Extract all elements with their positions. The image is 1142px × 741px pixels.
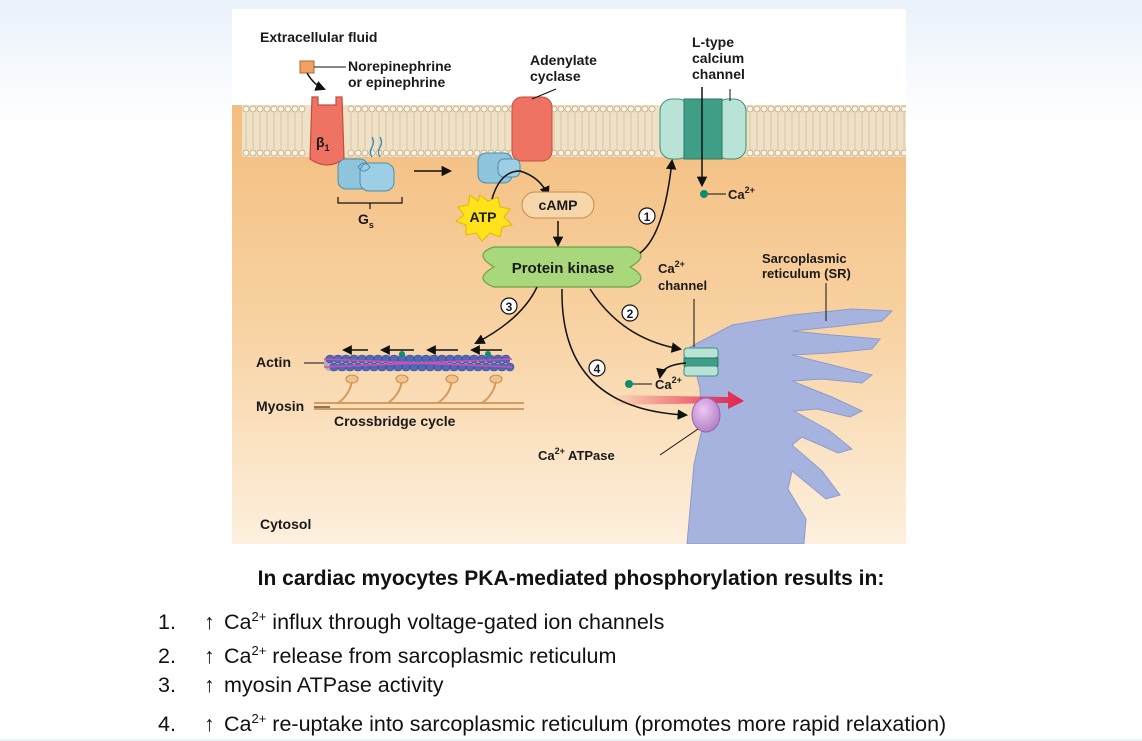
result-number: 3. (158, 673, 176, 697)
sr-calcium-channel (683, 347, 719, 377)
result-item: 2. ↑ Ca2+ release from sarcoplasmic reti… (150, 634, 946, 668)
sr-label-1: Sarcoplasmic (762, 251, 847, 266)
result-number: 4. (158, 712, 176, 737)
myofilaments (314, 351, 524, 410)
step-1-label: 1 (644, 210, 651, 224)
ltype-label-3: channel (692, 66, 745, 82)
ca-ion-text: Ca2+ (224, 711, 267, 737)
up-arrow-icon: ↑ (204, 673, 215, 697)
atp-label: ATP (470, 209, 497, 225)
gs-label: Gs (358, 211, 374, 230)
ca-ion-text: Ca2+ (224, 609, 267, 635)
up-arrow-icon: ↑ (204, 712, 215, 737)
result-item: 3. ↑ myosin ATPase activity (150, 668, 946, 702)
sr-label-2: reticulum (SR) (762, 266, 851, 281)
hormone-ligand (299, 60, 315, 74)
results-list: 1. ↑ Ca2+ influx through voltage-gated i… (150, 600, 946, 736)
result-number: 1. (158, 610, 176, 635)
up-arrow-icon: ↑ (204, 610, 215, 635)
caption: In cardiac myocytes PKA-mediated phospho… (257, 567, 885, 590)
result-text: release from sarcoplasmic reticulum (266, 644, 617, 669)
cytosol-label: Cytosol (260, 516, 311, 532)
up-arrow-icon: ↑ (204, 644, 215, 669)
ca-ion-mid (625, 380, 633, 388)
pathway-diagram: β1 Gs ATP cAMP Protein kinase 1 (232, 9, 906, 544)
l-type-calcium-channel (659, 98, 747, 160)
crossbridge-label: Crossbridge cycle (334, 413, 456, 429)
calcium-reuptake-arrow (612, 391, 744, 409)
actin-label: Actin (256, 354, 291, 370)
ca-channel-label: Ca2+ (658, 259, 685, 276)
gs-protein (337, 136, 395, 192)
sarcoplasmic-reticulum (686, 308, 894, 544)
step-4-label: 4 (594, 362, 601, 376)
result-text: influx through voltage-gated ion channel… (266, 610, 665, 635)
norepinephrine-label-2: or epinephrine (348, 74, 445, 90)
beta1-label: β1 (316, 134, 330, 153)
result-item: 1. ↑ Ca2+ influx through voltage-gated i… (150, 600, 946, 634)
pathway-figure: β1 Gs ATP cAMP Protein kinase 1 (232, 9, 906, 544)
step-4-marker (588, 359, 606, 377)
protein-kinase-label: Protein kinase (512, 260, 615, 277)
ca-top-label: Ca2+ (728, 185, 755, 202)
extracellular-label: Extracellular fluid (260, 29, 377, 45)
step-1-marker (638, 207, 656, 225)
step-2-label: 2 (627, 307, 634, 321)
result-item: 4. ↑ Ca2+ re-uptake into sarcoplasmic re… (150, 702, 946, 736)
ltype-label-2: calcium (692, 50, 744, 66)
calcium-atpase-pump (691, 397, 721, 433)
adenylate-label-1: Adenylate (530, 52, 597, 68)
ca-ion-text: Ca2+ (224, 643, 267, 669)
ca-channel-word: channel (658, 278, 707, 293)
adenylate-label-2: cyclase (530, 68, 581, 84)
step-3-marker (500, 297, 518, 315)
step-2-marker (621, 304, 639, 322)
ca-mid-label: Ca2+ (655, 375, 682, 392)
atpase-label: Ca2+ ATPase (538, 446, 615, 463)
protein-kinase (482, 246, 642, 288)
beta1-receptor: β1 (309, 96, 345, 166)
camp-label: cAMP (539, 197, 578, 213)
atp-burst (454, 194, 514, 242)
myosin-label: Myosin (256, 398, 304, 414)
result-text: re-uptake into sarcoplasmic reticulum (p… (266, 712, 947, 737)
camp-node (521, 191, 595, 219)
ltype-label-1: L-type (692, 34, 734, 50)
norepinephrine-label-1: Norepinephrine (348, 58, 452, 74)
ca-ion-top (700, 190, 708, 198)
result-text: myosin ATPase activity (224, 673, 444, 697)
result-number: 2. (158, 644, 176, 669)
step-3-label: 3 (506, 300, 513, 314)
adenylate-cyclase (477, 96, 553, 184)
